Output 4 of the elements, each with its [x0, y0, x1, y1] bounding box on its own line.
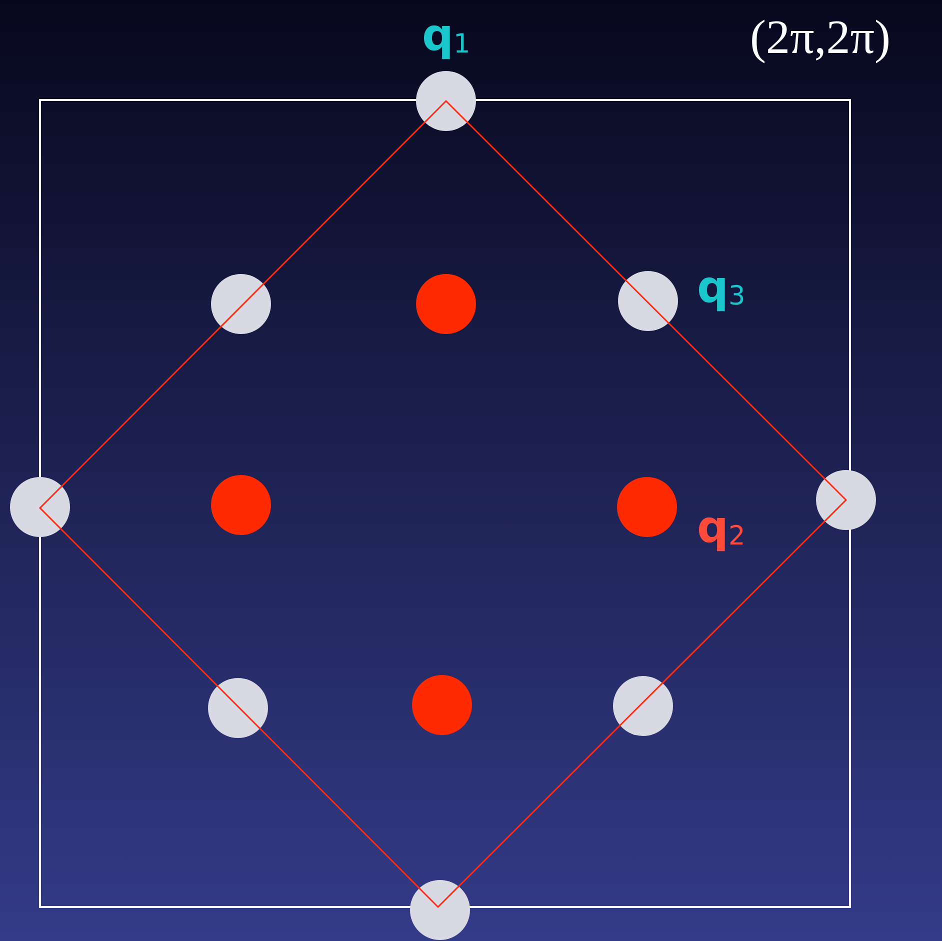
wavevector-label: q$_{3}$ — [697, 266, 746, 310]
wavevector-label: q$_{2}$ — [697, 506, 746, 550]
coordinate-label: (2π,2π) — [750, 14, 890, 62]
wavevector-label: q$_{1}$ — [422, 14, 470, 58]
